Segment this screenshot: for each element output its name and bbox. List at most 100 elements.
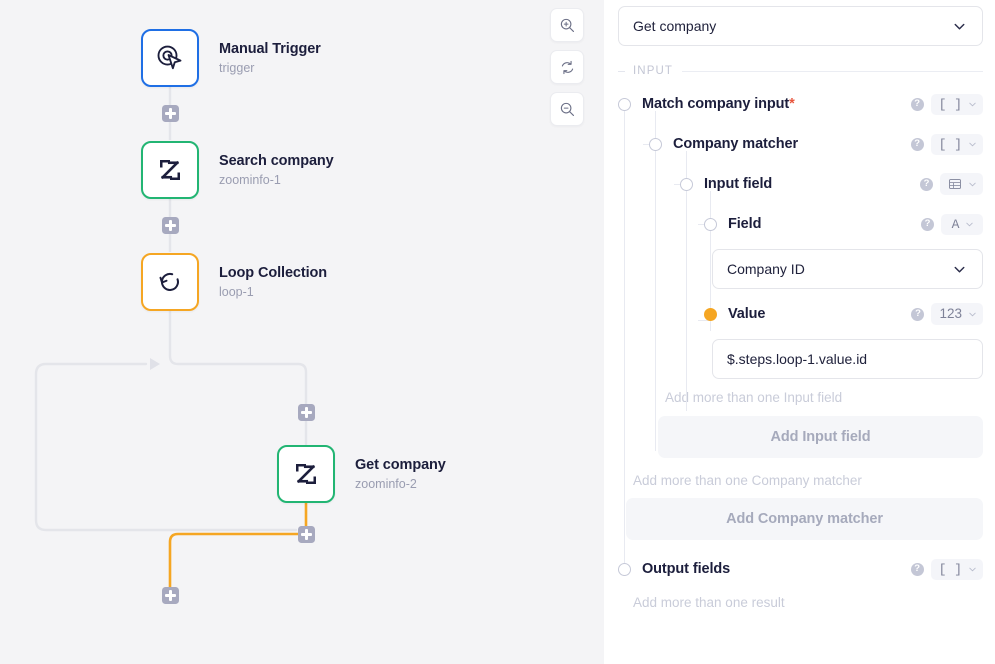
chevron-down-icon xyxy=(969,102,976,106)
step-selector-value: Get company xyxy=(633,18,717,34)
value-input[interactable]: $.steps.loop-1.value.id xyxy=(712,339,983,379)
add-step-button[interactable] xyxy=(298,526,315,543)
row-input-field[interactable]: Input field ? xyxy=(680,169,983,199)
hint-add-company-matcher: Add more than one Company matcher xyxy=(633,472,862,488)
zoominfo-icon xyxy=(160,160,180,180)
type-selector-array[interactable]: [ ] xyxy=(930,133,983,155)
node-search-company[interactable]: Search company zoominfo-1 xyxy=(141,141,334,199)
type-selector-number[interactable]: 123 xyxy=(931,303,983,325)
node-text: Search company zoominfo-1 xyxy=(219,152,334,189)
node-get-company[interactable]: Get company zoominfo-2 xyxy=(277,445,446,503)
step-config-panel: Get company INPUT Match comp xyxy=(604,0,995,664)
type-value: [ ] xyxy=(938,136,962,152)
node-text: Loop Collection loop-1 xyxy=(219,264,327,301)
tree-guide-level1 xyxy=(624,111,626,563)
row-controls: ? A xyxy=(921,213,983,235)
row-value[interactable]: Value ? 123 xyxy=(704,299,983,329)
row-field[interactable]: Field ? A xyxy=(704,209,983,239)
row-label: Output fields xyxy=(642,561,731,578)
node-text: Get company zoominfo-2 xyxy=(355,456,446,493)
row-label: Value xyxy=(728,306,766,322)
row-label: Match company input* xyxy=(642,96,795,112)
loop-icon xyxy=(159,272,179,291)
help-icon[interactable]: ? xyxy=(910,137,924,151)
add-company-matcher-button[interactable]: Add Company matcher xyxy=(626,498,983,541)
workflow-canvas[interactable]: Manual Trigger trigger Search company xyxy=(0,0,604,664)
reset-view-button[interactable] xyxy=(550,50,584,84)
zoom-in-button[interactable] xyxy=(550,8,584,42)
row-label: Field xyxy=(728,216,762,232)
chevron-down-icon xyxy=(969,312,976,316)
help-icon[interactable]: ? xyxy=(920,177,933,191)
type-value: [ ] xyxy=(938,96,962,112)
table-icon xyxy=(949,179,961,189)
tree-guide-level3 xyxy=(686,151,688,411)
node-title: Loop Collection xyxy=(219,264,328,281)
hint-add-input-field: Add more than one Input field xyxy=(665,390,843,405)
tree-tick xyxy=(698,320,710,322)
field-select[interactable]: Company ID xyxy=(712,249,983,289)
help-icon[interactable]: ? xyxy=(910,562,924,576)
node-subtitle: zoominfo-1 xyxy=(219,172,281,187)
zoom-out-button[interactable] xyxy=(550,92,584,126)
node-loop-collection[interactable]: Loop Collection loop-1 xyxy=(141,253,327,311)
tree-guide-level2 xyxy=(655,111,657,451)
row-controls: ? xyxy=(920,173,983,195)
type-selector-array[interactable]: [ ] xyxy=(930,93,983,115)
type-value: [ ] xyxy=(938,561,962,577)
input-tree: Match company input* ? [ ] Company match… xyxy=(618,89,983,612)
row-bullet-icon[interactable] xyxy=(618,97,631,111)
node-icon-box[interactable] xyxy=(141,253,199,311)
node-icon-box[interactable] xyxy=(277,445,335,503)
required-asterisk: * xyxy=(789,96,795,112)
row-bullet-icon[interactable] xyxy=(649,137,662,151)
row-bullet-icon[interactable] xyxy=(704,217,717,231)
row-controls: ? [ ] xyxy=(910,133,983,155)
row-bullet-icon[interactable] xyxy=(618,562,631,576)
chevron-down-icon xyxy=(969,182,976,186)
help-icon[interactable]: ? xyxy=(910,97,924,111)
canvas-zoom-controls xyxy=(550,8,584,126)
refresh-icon xyxy=(561,60,573,74)
value-input-text: $.steps.loop-1.value.id xyxy=(727,351,868,367)
chevron-down-icon xyxy=(969,142,976,146)
node-subtitle: loop-1 xyxy=(219,284,254,299)
row-bullet-icon[interactable] xyxy=(680,177,693,191)
node-subtitle: zoominfo-2 xyxy=(355,476,417,491)
tree-guide-level4 xyxy=(710,191,712,331)
type-selector-array[interactable]: [ ] xyxy=(930,558,983,580)
section-label: INPUT xyxy=(633,65,673,77)
type-selector-string[interactable]: A xyxy=(941,213,983,235)
hint-add-output-result: Add more than one result xyxy=(633,595,785,611)
add-step-button[interactable] xyxy=(298,404,315,421)
node-title: Get company xyxy=(355,456,446,473)
add-step-button[interactable] xyxy=(162,217,179,234)
add-step-button[interactable] xyxy=(162,587,179,604)
add-input-field-button[interactable]: Add Input field xyxy=(658,415,983,458)
row-match-company-input[interactable]: Match company input* ? [ ] xyxy=(618,89,983,119)
add-step-button[interactable] xyxy=(162,105,179,122)
zoominfo-icon xyxy=(296,464,316,484)
row-bullet-icon[interactable] xyxy=(704,307,717,321)
row-output-fields[interactable]: Output fields ? [ ] xyxy=(618,554,983,584)
node-title: Manual Trigger xyxy=(219,40,321,57)
help-icon[interactable]: ? xyxy=(921,217,934,231)
type-selector-object[interactable] xyxy=(940,173,983,195)
node-icon-box[interactable] xyxy=(141,29,199,87)
chevron-down-icon xyxy=(966,222,974,226)
zoom-in-icon xyxy=(560,18,574,32)
node-icon-box[interactable] xyxy=(141,141,199,199)
row-controls: ? [ ] xyxy=(910,558,983,580)
step-selector[interactable]: Get company xyxy=(618,6,983,46)
node-manual-trigger[interactable]: Manual Trigger trigger xyxy=(141,29,321,87)
workflow-edges xyxy=(34,87,308,590)
node-title: Search company xyxy=(219,152,334,169)
help-icon[interactable]: ? xyxy=(911,307,925,321)
row-controls: ? [ ] xyxy=(910,93,983,115)
type-value: A xyxy=(951,216,960,232)
divider-stub xyxy=(618,70,625,72)
row-company-matcher[interactable]: Company matcher ? [ ] xyxy=(649,129,983,159)
type-value: 123 xyxy=(939,306,962,322)
row-label: Company matcher xyxy=(673,136,799,152)
